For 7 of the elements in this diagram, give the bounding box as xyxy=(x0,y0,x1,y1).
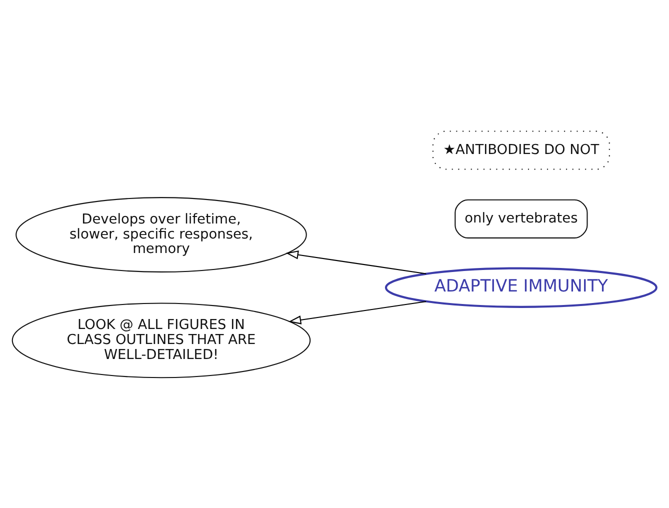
node-box: only vertebrates xyxy=(454,198,588,238)
node-box: ★ANTIBODIES DO NOT xyxy=(432,130,610,170)
node-ellipse: ADAPTIVE IMMUNITY xyxy=(384,266,658,308)
node-ellipse: LOOK @ ALL FIGURES IN CLASS OUTLINES THAT ARE WELL-DETAILED! xyxy=(12,302,311,378)
arrow xyxy=(288,300,426,324)
arrow xyxy=(286,250,426,274)
node-ellipse: Develops over lifetime, slower, specific responses, memory xyxy=(16,196,307,272)
